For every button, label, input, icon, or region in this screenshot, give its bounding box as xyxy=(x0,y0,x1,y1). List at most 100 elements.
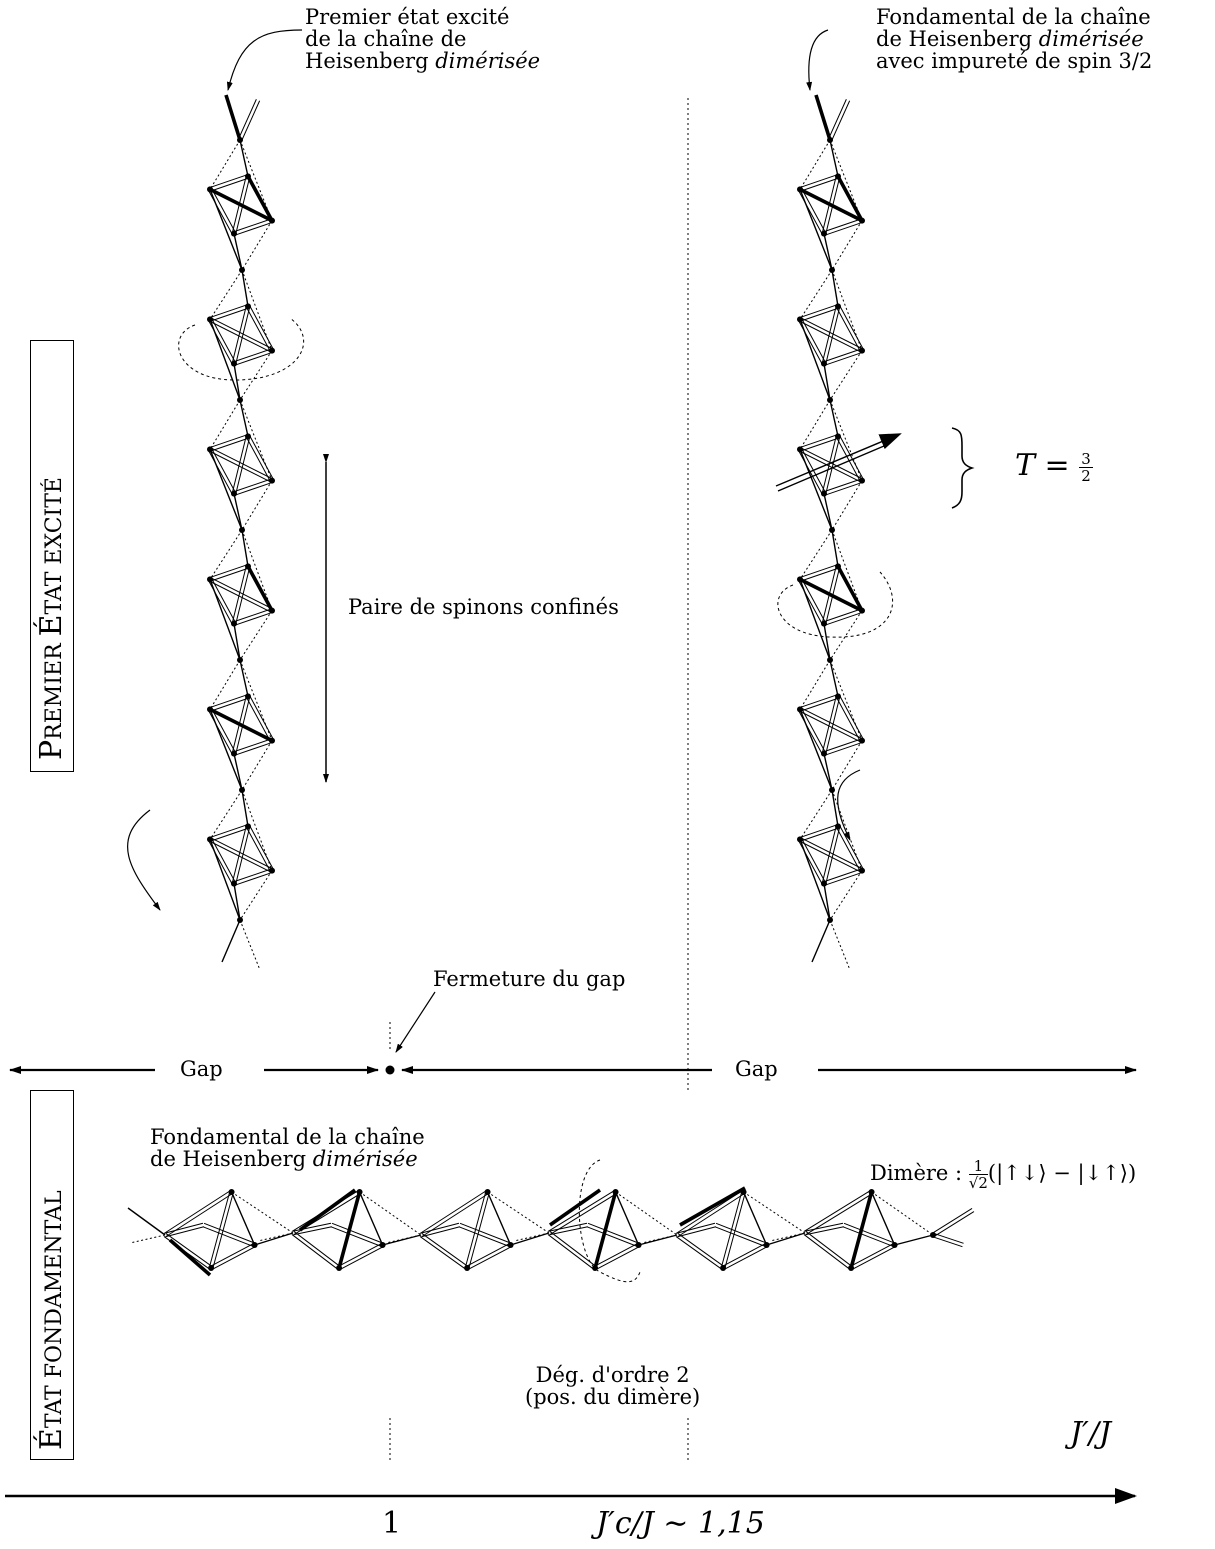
excited-section-label: PREMIER ÉTAT EXCITÉ xyxy=(34,477,69,760)
bond-double xyxy=(249,825,275,870)
bond-double xyxy=(798,320,862,353)
bond-double xyxy=(163,1190,231,1234)
bond-double xyxy=(800,707,864,740)
bond-double xyxy=(799,694,838,709)
bond-single xyxy=(233,883,241,921)
bond-double xyxy=(208,840,272,873)
bond-double xyxy=(234,221,273,236)
bond-dotted xyxy=(241,740,273,791)
bond-double xyxy=(823,738,862,753)
bond-single xyxy=(831,529,839,567)
spin-site xyxy=(507,1242,514,1248)
ground-section-label: ÉTAT FONDAMENTAL xyxy=(34,1190,69,1450)
bond-double xyxy=(933,1232,964,1244)
bond-double xyxy=(799,824,838,839)
pointer-impurity-caption xyxy=(806,29,829,91)
bond-double xyxy=(825,436,841,495)
bond-double xyxy=(801,318,827,363)
spin-site xyxy=(859,217,865,224)
bond-dotted xyxy=(871,1191,934,1236)
excited-section-box xyxy=(30,340,74,772)
bond-double xyxy=(210,447,274,480)
bond-double xyxy=(821,175,837,234)
bond-single xyxy=(486,1191,512,1246)
bond-dotted xyxy=(231,1191,294,1234)
bond-dotted xyxy=(209,659,241,710)
bond-dotted xyxy=(241,529,273,611)
bond-dotted xyxy=(799,399,831,450)
bond-dimer xyxy=(836,565,864,612)
bond-double xyxy=(466,1242,510,1267)
spin-site xyxy=(829,527,835,533)
bond-double xyxy=(233,738,272,753)
bond-double xyxy=(210,837,274,870)
bond-dimer xyxy=(209,707,273,743)
bond-dotted xyxy=(487,1191,550,1234)
bond-double xyxy=(831,100,851,141)
bond-double xyxy=(233,868,272,883)
bond-double xyxy=(207,190,233,235)
impurity-caption-line1: Fondamental de la chaîne xyxy=(876,5,1151,29)
spin-site xyxy=(245,303,251,310)
bond-double xyxy=(233,478,272,493)
bond-double xyxy=(803,1234,851,1270)
bond-double xyxy=(245,307,271,352)
bond-double xyxy=(800,837,864,870)
bond-single xyxy=(241,269,249,307)
bond-double xyxy=(801,708,827,753)
bond-single xyxy=(209,579,241,661)
bond-single xyxy=(233,753,243,791)
spin-site xyxy=(245,563,251,570)
spin-site xyxy=(859,867,865,874)
bond-single xyxy=(254,1232,294,1246)
spin-site xyxy=(835,823,841,830)
bond-double xyxy=(165,1193,233,1237)
bond-double xyxy=(237,99,257,140)
bond-double xyxy=(824,221,863,236)
bond-double xyxy=(241,100,261,141)
bond-double xyxy=(823,348,862,363)
bottom-caption-line1: Fondamental de la chaîne xyxy=(150,1125,425,1149)
bond-double xyxy=(824,351,863,366)
bond-single xyxy=(823,363,831,401)
bond-double xyxy=(797,190,823,235)
bond-double xyxy=(231,175,247,234)
spin-site xyxy=(269,217,275,224)
spin-site xyxy=(245,693,251,700)
dimerized-ground-chain xyxy=(127,1186,975,1277)
bond-double xyxy=(825,566,841,625)
bond-double xyxy=(821,305,837,364)
axis-tick-critical: J′c/J ∼ 1,15 xyxy=(596,1506,765,1541)
bond-double xyxy=(211,838,237,883)
bond-double xyxy=(676,1222,716,1234)
bond-double xyxy=(210,307,249,322)
spin-site xyxy=(821,620,827,627)
bond-single xyxy=(811,919,831,963)
bond-double xyxy=(235,696,251,755)
bond-dotted xyxy=(241,789,273,871)
bond-double xyxy=(801,188,827,233)
spin-site xyxy=(635,1242,642,1248)
bond-single xyxy=(799,709,833,791)
bond-double xyxy=(338,1242,382,1267)
bond-single xyxy=(823,233,833,271)
bond-dotted xyxy=(831,529,863,611)
bond-double xyxy=(825,306,841,365)
spin-site xyxy=(797,836,803,843)
bond-double xyxy=(207,450,233,495)
bond-double xyxy=(933,1211,975,1237)
bond-dimer xyxy=(799,577,863,613)
bond-double xyxy=(839,305,865,350)
bond-double xyxy=(824,871,863,886)
bond-single xyxy=(823,753,833,791)
bond-double xyxy=(211,188,237,233)
bond-double xyxy=(839,825,865,870)
spin-site xyxy=(821,230,827,237)
spin-site xyxy=(239,267,245,273)
bond-double xyxy=(800,437,839,452)
bond-dotted xyxy=(769,1232,806,1242)
bond-double xyxy=(843,1222,896,1244)
bond-single xyxy=(831,269,839,307)
bond-double xyxy=(587,1222,640,1244)
spin-site xyxy=(269,477,275,484)
